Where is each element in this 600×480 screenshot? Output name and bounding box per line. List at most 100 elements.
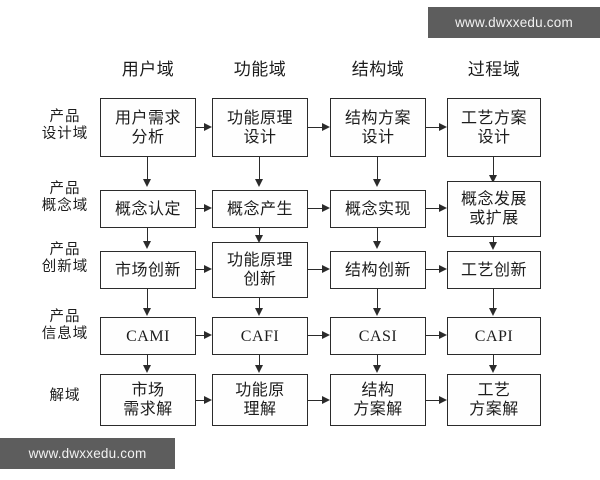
node-r4c1[interactable]: CAMI	[100, 317, 196, 355]
arrow-r1-c3-c4-line	[426, 127, 440, 129]
node-r4c3[interactable]: CASI	[330, 317, 426, 355]
column-header-user-domain: 用户域	[100, 60, 196, 80]
watermark-bottom-left: www.dwxxedu.com	[0, 438, 175, 469]
column-header-label: 结构域	[351, 60, 405, 79]
node-r1c2[interactable]: 功能原理 设计	[212, 98, 308, 157]
node-r2c2[interactable]: 概念产生	[212, 190, 308, 228]
arrow-c3-r4-r5-head	[373, 365, 381, 373]
row-label-product-innovation-domain: 产品 创新域	[34, 242, 96, 276]
arrow-c4-r1-r2-line	[493, 157, 495, 177]
arrow-c2-r1-r2-head	[255, 179, 263, 187]
arrow-c4-r4-r5-line	[493, 355, 495, 367]
arrow-r4-c3-c4-head	[439, 331, 447, 339]
row-label-line1: 产品	[49, 242, 81, 258]
node-r5c4[interactable]: 工艺 方案解	[447, 374, 541, 426]
arrow-c3-r3-r4-line	[377, 289, 379, 310]
arrow-c1-r3-r4-line	[147, 289, 149, 310]
arrow-c4-r2-r3-head	[489, 242, 497, 250]
arrow-r3-c2-c3-head	[322, 265, 330, 273]
arrow-r3-c3-c4-line	[426, 269, 440, 271]
node-line1: 概念产生	[226, 200, 293, 218]
arrow-c4-r3-r4-line	[493, 289, 495, 310]
node-r4c2[interactable]: CAFI	[212, 317, 308, 355]
arrow-r2-c1-c2-line	[196, 208, 205, 210]
arrow-r2-c2-c3-head	[322, 204, 330, 212]
node-line1: 概念实现	[344, 200, 411, 218]
column-header-process-domain: 过程域	[447, 60, 541, 80]
arrow-r1-c1-c2-head	[204, 123, 212, 131]
node-r3c4[interactable]: 工艺创新	[447, 251, 541, 289]
column-header-label: 用户域	[121, 60, 175, 79]
node-r5c2[interactable]: 功能原 理解	[212, 374, 308, 426]
arrow-r2-c3-c4-head	[439, 204, 447, 212]
node-r3c2[interactable]: 功能原理 创新	[212, 242, 308, 298]
node-line1: 概念发展	[460, 191, 527, 208]
node-line1: 功能原理	[226, 252, 293, 269]
arrow-c2-r3-r4-line	[259, 298, 261, 311]
arrow-c1-r2-r3-line	[147, 228, 149, 243]
arrow-c2-r2-r3-head	[255, 235, 263, 243]
node-r1c1[interactable]: 用户需求 分析	[100, 98, 196, 157]
arrow-r5-c1-c2-head	[204, 396, 212, 404]
node-r2c4[interactable]: 概念发展 或扩展	[447, 181, 541, 237]
node-line1: CAMI	[126, 327, 170, 345]
arrow-r5-c1-c2-line	[196, 400, 205, 402]
node-r2c3[interactable]: 概念实现	[330, 190, 426, 228]
node-r5c1[interactable]: 市场 需求解	[100, 374, 196, 426]
node-line2: 设计	[243, 128, 277, 146]
arrow-c4-r2-r3-line	[493, 237, 495, 245]
row-label-line1: 产品	[49, 181, 81, 197]
node-line1: 市场	[131, 382, 165, 399]
row-label-line1: 产品	[49, 309, 81, 325]
arrow-c2-r1-r2-line	[259, 157, 261, 181]
row-label-line2: 概念域	[41, 198, 89, 214]
row-label-line2: 创新域	[41, 259, 89, 275]
node-line2: 方案解	[353, 401, 403, 418]
row-label-line2: 设计域	[41, 126, 89, 142]
node-r1c4[interactable]: 工艺方案 设计	[447, 98, 541, 157]
node-line1: 市场创新	[114, 261, 181, 279]
arrow-c3-r1-r2-head	[373, 179, 381, 187]
arrow-r3-c2-c3-line	[308, 269, 323, 271]
arrow-c3-r2-r3-head	[373, 241, 381, 249]
node-r5c3[interactable]: 结构 方案解	[330, 374, 426, 426]
arrow-r3-c1-c2-head	[204, 265, 212, 273]
arrow-c1-r4-r5-line	[147, 355, 149, 367]
node-line2: 方案解	[469, 401, 519, 418]
node-r3c3[interactable]: 结构创新	[330, 251, 426, 289]
arrow-c2-r3-r4-head	[255, 308, 263, 316]
arrow-r1-c2-c3-line	[308, 127, 323, 129]
arrow-c3-r4-r5-line	[377, 355, 379, 367]
node-r1c3[interactable]: 结构方案 设计	[330, 98, 426, 157]
arrow-c4-r4-r5-head	[489, 365, 497, 373]
node-line2: 设计	[477, 128, 511, 146]
node-r3c1[interactable]: 市场创新	[100, 251, 196, 289]
row-label-solution-domain: 解域	[34, 388, 96, 405]
arrow-r2-c1-c2-head	[204, 204, 212, 212]
arrow-r1-c1-c2-line	[196, 127, 205, 129]
node-line1: 工艺	[477, 382, 511, 399]
node-r4c4[interactable]: CAPI	[447, 317, 541, 355]
arrow-c2-r4-r5-head	[255, 365, 263, 373]
watermark-top-right: www.dwxxedu.com	[428, 7, 600, 38]
node-line2: 或扩展	[469, 210, 519, 227]
node-line2: 理解	[243, 401, 277, 418]
column-header-label: 功能域	[233, 60, 287, 79]
node-line1: CAPI	[474, 327, 514, 345]
arrow-r4-c2-c3-head	[322, 331, 330, 339]
arrow-r1-c3-c4-head	[439, 123, 447, 131]
node-line1: 工艺方案	[460, 109, 527, 127]
arrow-c2-r4-r5-line	[259, 355, 261, 367]
row-label-line1: 解域	[49, 388, 81, 404]
node-line2: 需求解	[123, 401, 173, 418]
node-r2c1[interactable]: 概念认定	[100, 190, 196, 228]
node-line1: 功能原	[235, 382, 285, 399]
arrow-r4-c2-c3-line	[308, 335, 323, 337]
column-header-structure-domain: 结构域	[330, 60, 426, 80]
arrow-c1-r1-r2-line	[147, 157, 149, 181]
arrow-r2-c3-c4-line	[426, 208, 440, 210]
node-line1: 用户需求	[114, 109, 181, 127]
node-line2: 创新	[243, 271, 277, 288]
node-line1: 工艺创新	[460, 261, 527, 279]
node-line2: 设计	[361, 128, 395, 146]
